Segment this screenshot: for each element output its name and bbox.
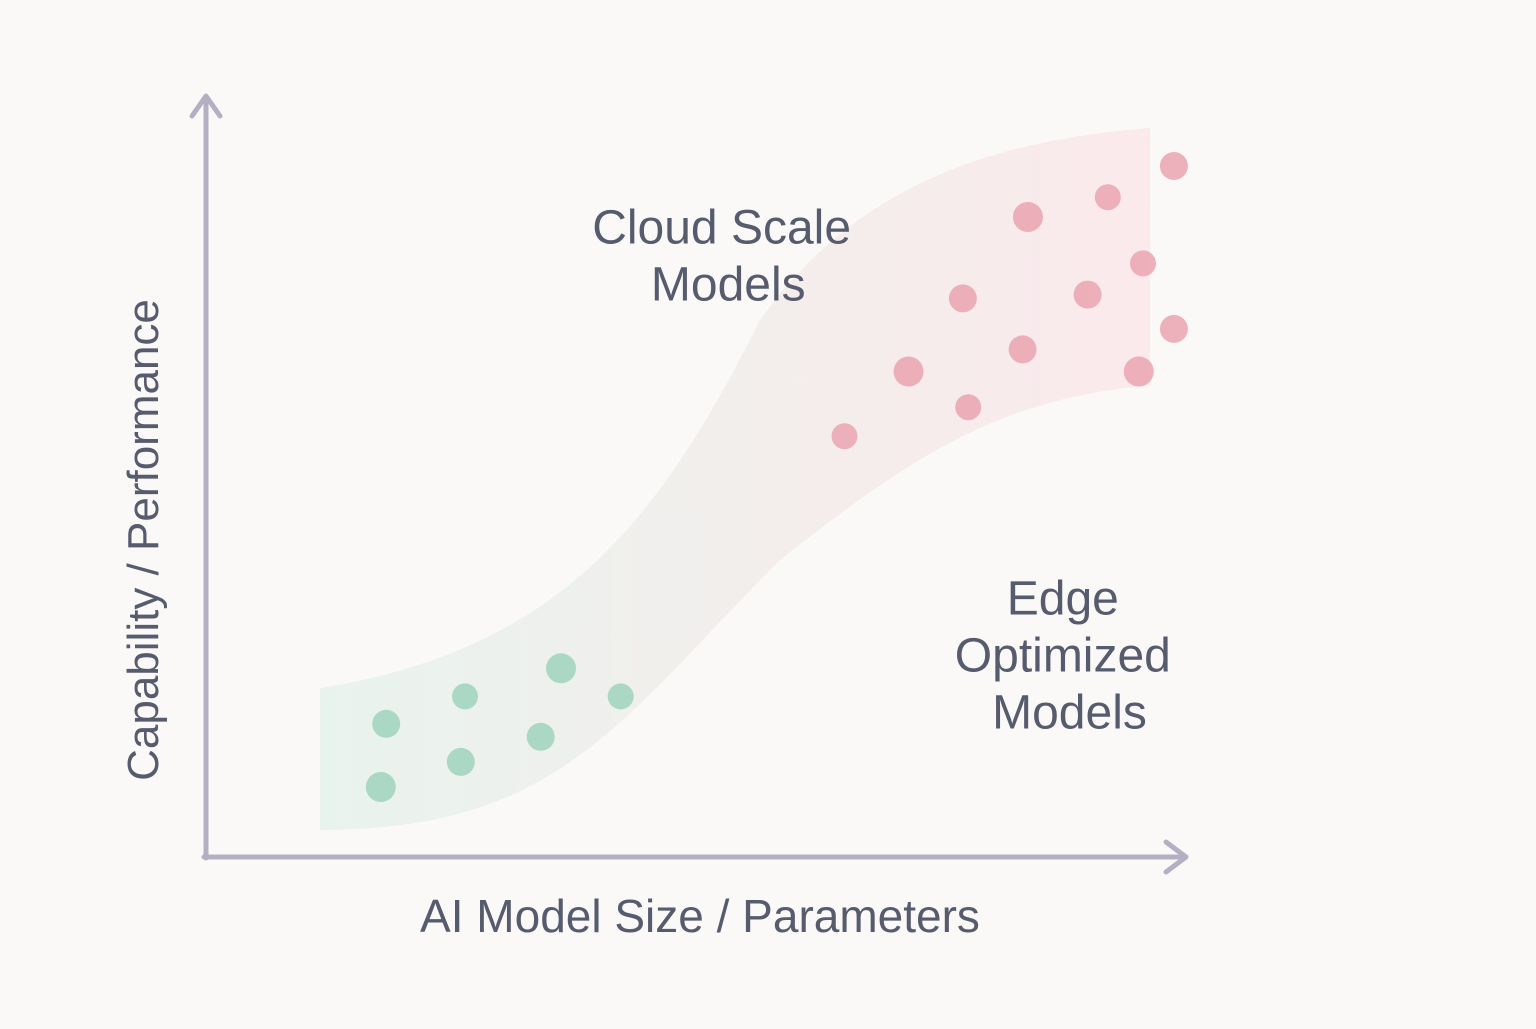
data-point — [452, 683, 478, 710]
data-point — [546, 653, 576, 684]
data-point — [1012, 202, 1043, 232]
data-point — [372, 709, 401, 738]
data-point — [1123, 356, 1154, 387]
annotation-edge-optimized: Edge Optimized Models — [955, 572, 1184, 739]
data-point — [1094, 184, 1121, 211]
data-point — [1130, 250, 1156, 277]
x-axis-label: AI Model Size / Parameters — [420, 890, 980, 942]
annotation-cloud-scale-line-2: Models — [651, 258, 806, 311]
data-point — [1008, 335, 1037, 364]
trend-band — [320, 128, 1150, 830]
data-point — [365, 772, 396, 802]
y-axis — [189, 93, 223, 861]
data-point — [446, 747, 475, 776]
series-0 — [365, 653, 634, 802]
annotation-edge-optimized-line-3: Models — [992, 686, 1147, 739]
data-point — [1159, 152, 1188, 180]
y-axis-label: Capability / Performance — [119, 299, 168, 781]
data-point — [955, 394, 982, 421]
data-point — [526, 722, 555, 751]
y-axis-arrow-icon — [189, 93, 223, 119]
x-axis — [201, 839, 1189, 875]
data-point — [1073, 280, 1102, 309]
data-point — [607, 683, 634, 710]
x-axis-arrow-icon — [1163, 839, 1189, 875]
annotation-cloud-scale-line-1: Cloud Scale — [592, 201, 851, 254]
data-point — [948, 284, 977, 313]
annotation-edge-optimized-line-2: Optimized — [955, 629, 1171, 682]
annotation-edge-optimized-line-1: Edge — [1007, 572, 1119, 625]
data-point — [1159, 314, 1188, 343]
scatter-points-layer — [365, 152, 1188, 802]
series-1 — [831, 152, 1188, 450]
annotation-cloud-scale: Cloud Scale Models — [592, 201, 864, 311]
data-point — [831, 423, 858, 450]
data-point — [893, 356, 924, 387]
